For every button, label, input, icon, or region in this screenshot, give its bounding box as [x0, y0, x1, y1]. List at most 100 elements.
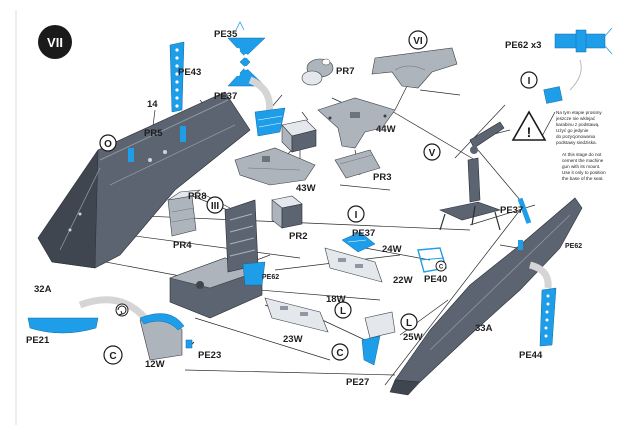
svg-text:12W: 12W	[145, 359, 165, 370]
rotate-arrow-icon	[115, 303, 129, 317]
part-23w-rail	[264, 297, 329, 333]
callout-c-left: C	[103, 345, 123, 365]
placement-arrow-icon	[78, 296, 148, 321]
part-25w-plate	[364, 311, 396, 339]
svg-text:PE27: PE27	[346, 377, 369, 388]
warning-icon: !	[511, 110, 547, 141]
pr7-resin-part	[301, 58, 334, 86]
machine-gun-mount	[439, 121, 505, 231]
pe23-etch-part	[185, 339, 193, 349]
pe37-top-etch	[254, 107, 286, 137]
svg-text:At this stage do not: At this stage do not	[562, 152, 602, 157]
callout-o: O	[99, 134, 117, 152]
svg-text:PE43: PE43	[178, 67, 201, 78]
svg-text:PE62: PE62	[262, 274, 279, 281]
svg-text:I: I	[528, 76, 531, 87]
svg-text:PE23: PE23	[198, 350, 221, 361]
callout-vi: VI	[408, 30, 428, 50]
svg-text:43W: 43W	[296, 183, 316, 194]
part-22w-rail	[324, 247, 383, 283]
svg-text:karabinu z podstawą.: karabinu z podstawą.	[556, 122, 599, 127]
svg-text:PE40: PE40	[424, 274, 447, 285]
svg-text:cement the machine: cement the machine	[562, 158, 604, 163]
svg-text:25W: 25W	[403, 332, 423, 343]
svg-text:PE35: PE35	[214, 29, 238, 40]
svg-text:L: L	[406, 318, 412, 329]
svg-text:PR4: PR4	[173, 240, 192, 251]
note-polish: Na tym etapie prosimy jeszcze nie wkleja…	[555, 110, 602, 145]
pe62-detail-part	[543, 86, 563, 104]
pr2-resin-part	[271, 195, 303, 229]
svg-text:PR2: PR2	[289, 231, 307, 242]
callout-c-mid: C	[331, 343, 349, 361]
svg-text:VI: VI	[413, 36, 423, 47]
part-labels: PE35 PE43 PE37 14 PR5 PR7 PE62 x3 44W PR…	[26, 29, 582, 388]
svg-text:the base of the seat.: the base of the seat.	[562, 176, 604, 181]
svg-text:23W: 23W	[283, 334, 303, 345]
svg-text:Na tym etapie prosimy: Na tym etapie prosimy	[556, 110, 602, 115]
svg-text:III: III	[211, 201, 220, 212]
svg-text:do pozycjonowania: do pozycjonowania	[556, 134, 596, 139]
vi-bracket-part	[371, 47, 458, 89]
placement-arrow-icon	[528, 261, 552, 289]
pe27-etch-part	[361, 335, 381, 366]
svg-text:PE62: PE62	[565, 243, 582, 250]
svg-text:Use it only to position: Use it only to position	[562, 170, 606, 175]
svg-text:PE37: PE37	[352, 228, 375, 239]
pe43-etch-strip	[169, 41, 185, 113]
svg-text:18W: 18W	[326, 294, 346, 305]
svg-text:PE21: PE21	[26, 335, 50, 346]
callout-i-right: I	[520, 71, 538, 89]
svg-text:O: O	[104, 139, 112, 150]
svg-text:PE62 x3: PE62 x3	[505, 40, 541, 51]
svg-text:podstawy siedziska.: podstawy siedziska.	[556, 140, 597, 145]
svg-text:!: !	[527, 124, 532, 140]
svg-text:I: I	[355, 210, 358, 221]
pe44-etch-strip	[539, 287, 557, 347]
svg-text:PR7: PR7	[336, 66, 354, 77]
part-44w-plate	[317, 97, 396, 149]
svg-text:L: L	[340, 306, 346, 317]
pe62-strip-part	[554, 27, 613, 91]
svg-text:C: C	[109, 351, 116, 362]
hull-side-right-33a	[389, 197, 583, 396]
part-43w-frame	[234, 147, 316, 186]
callout-iii: III	[206, 196, 224, 214]
svg-text:44W: 44W	[376, 124, 396, 135]
pe37-mid-etch	[341, 231, 376, 253]
svg-text:V: V	[429, 148, 436, 159]
svg-text:PR3: PR3	[373, 172, 391, 183]
svg-text:PE37: PE37	[214, 91, 237, 102]
svg-text:C: C	[439, 265, 444, 271]
pr4-resin-part	[167, 189, 202, 237]
pe35-etch-part	[227, 21, 266, 87]
callout-c-pe40: C	[435, 260, 447, 272]
svg-text:C: C	[336, 348, 343, 359]
bend-arrow-icon	[604, 27, 613, 55]
svg-text:14: 14	[147, 99, 158, 110]
svg-text:24W: 24W	[382, 244, 402, 255]
step-badge: VII	[38, 25, 72, 59]
seat-assembly	[168, 199, 266, 319]
hull-side-left-32a	[37, 91, 251, 269]
step-number: VII	[47, 35, 63, 50]
svg-text:22W: 22W	[393, 275, 413, 286]
pr3-resin-part	[334, 149, 381, 179]
bend-arrow-icon	[235, 21, 245, 31]
part-12w-cover	[139, 313, 195, 361]
svg-text:32A: 32A	[34, 284, 52, 295]
callout-i-mid: I	[347, 205, 365, 223]
svg-text:Użyć go jedynie: Użyć go jedynie	[556, 128, 589, 133]
note-english: At this stage do not cement the machine …	[562, 152, 606, 181]
callout-l-b: L	[400, 313, 418, 331]
svg-text:jeszcze nie wklejać: jeszcze nie wklejać	[555, 116, 596, 121]
svg-text:33A: 33A	[475, 323, 493, 334]
svg-text:PE37: PE37	[500, 205, 523, 216]
pe21-etch-part	[27, 317, 99, 334]
callout-v: V	[423, 143, 441, 161]
svg-text:gun with its mount.: gun with its mount.	[562, 164, 600, 169]
callout-l-a: L	[334, 301, 352, 319]
svg-text:PE44: PE44	[519, 350, 543, 361]
